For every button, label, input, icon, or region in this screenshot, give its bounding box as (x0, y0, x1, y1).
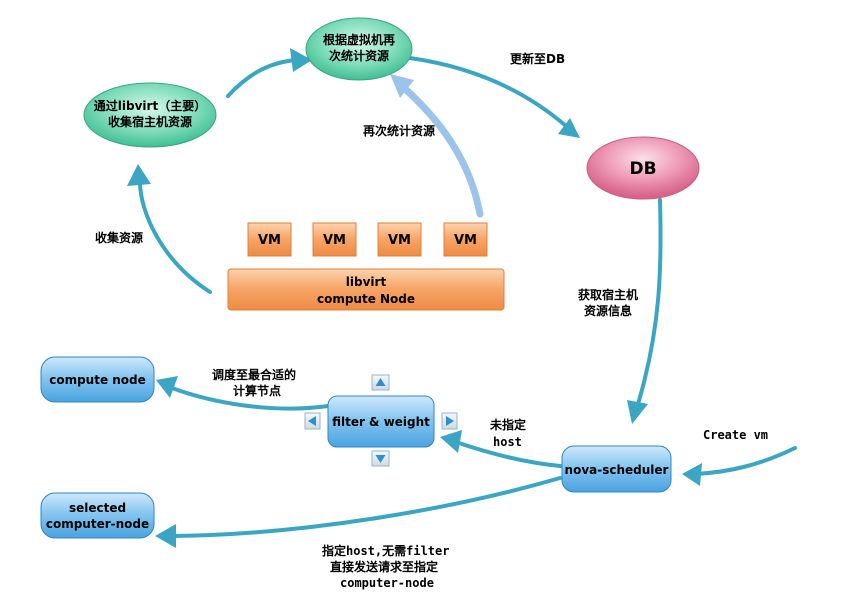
label-specified-1: 指定host,无需filter (322, 543, 449, 558)
vm-label: VM (388, 233, 411, 248)
label-fetch-info-2: 资源信息 (584, 303, 632, 318)
arrow-db-to-scheduler (636, 198, 663, 406)
arrowhead-scheduler (627, 400, 648, 424)
up-arrow-button[interactable] (371, 374, 390, 391)
label-create-vm: Create vm (703, 428, 768, 442)
selected-node-line2: computer-node (46, 517, 149, 531)
vm-box: VM (377, 222, 422, 257)
label-specified-2: 直接发送请求至指定 (330, 559, 438, 574)
compute-node-box: compute node (40, 356, 155, 403)
filter-weight-label: filter & weight (332, 415, 430, 429)
selected-node-line1: selected (69, 501, 126, 515)
label-update-db: 更新至DB (510, 51, 565, 66)
arrowhead-compute (156, 376, 178, 398)
nova-scheduler-label: nova-scheduler (565, 463, 669, 477)
arrow-collect-to-recount (226, 58, 298, 98)
triangle-up-icon (375, 378, 386, 386)
arrow-create-vm (694, 446, 797, 476)
label-unspecified-2: host (493, 435, 522, 449)
edge-labels: 更新至DB 再次统计资源 收集资源 获取宿主机 资源信息 调度至最合适的 计算节… (95, 51, 768, 590)
arrowhead-recount-light (390, 74, 414, 98)
vm-box: VM (443, 222, 488, 257)
label-collect: 收集资源 (95, 230, 143, 245)
label-schedule-2: 计算节点 (233, 383, 281, 398)
nova-scheduler-node: nova-scheduler (561, 445, 672, 493)
collect-host-node: 通过libvirt（主要） 收集宿主机资源 (83, 82, 217, 148)
left-arrow-button[interactable] (304, 412, 321, 430)
arrow-vm-to-recount (398, 82, 484, 218)
db-label: DB (629, 159, 656, 179)
arrow-scheduler-to-filter (454, 440, 562, 468)
arrow-filter-to-compute (170, 386, 330, 411)
compute-node-label: compute node (49, 373, 146, 387)
vm-label: VM (258, 233, 281, 248)
collect-host-line1: 通过libvirt（主要） (94, 98, 206, 113)
vm-box: VM (312, 222, 357, 257)
arrowhead-collect (127, 164, 151, 186)
selected-node-box: selected computer-node (40, 492, 155, 539)
recount-vm-node: 根据虚拟机再 次统计资源 (305, 17, 413, 81)
vm-boxes: VM VM VM VM (247, 222, 488, 257)
triangle-down-icon (375, 455, 386, 463)
arrowhead-filter (440, 430, 462, 453)
collect-host-line2: 收集宿主机资源 (108, 114, 192, 129)
triangle-left-icon (308, 416, 316, 426)
label-fetch-info-1: 获取宿主机 (577, 287, 638, 302)
libvirt-line1: libvirt (346, 275, 387, 289)
vm-box: VM (247, 222, 292, 257)
label-schedule-1: 调度至最合适的 (212, 367, 296, 382)
recount-vm-line2: 次统计资源 (329, 48, 389, 63)
recount-vm-line1: 根据虚拟机再 (323, 32, 395, 47)
arrowhead-recount (290, 48, 312, 72)
label-recount: 再次统计资源 (363, 123, 435, 138)
arrowhead-selected (155, 524, 176, 548)
triangle-right-icon (446, 416, 454, 426)
filter-weight-node: filter & weight (304, 374, 458, 467)
db-node: DB (586, 136, 700, 200)
vm-label: VM (454, 233, 477, 248)
label-unspecified-1: 未指定 (489, 417, 526, 432)
libvirt-compute-node: libvirt compute Node (227, 268, 505, 311)
vm-label: VM (323, 233, 346, 248)
right-arrow-button[interactable] (441, 412, 458, 430)
arrow-scheduler-to-selected (170, 476, 562, 538)
arrowhead-create-vm (682, 463, 702, 486)
arrow-recount-to-db (408, 56, 568, 128)
arrows (127, 48, 797, 548)
arrow-libvirt-to-collect (138, 180, 212, 294)
label-specified-3: computer-node (340, 576, 434, 590)
arrowhead-db (558, 118, 580, 138)
down-arrow-button[interactable] (371, 450, 390, 467)
libvirt-line2: compute Node (317, 292, 415, 306)
